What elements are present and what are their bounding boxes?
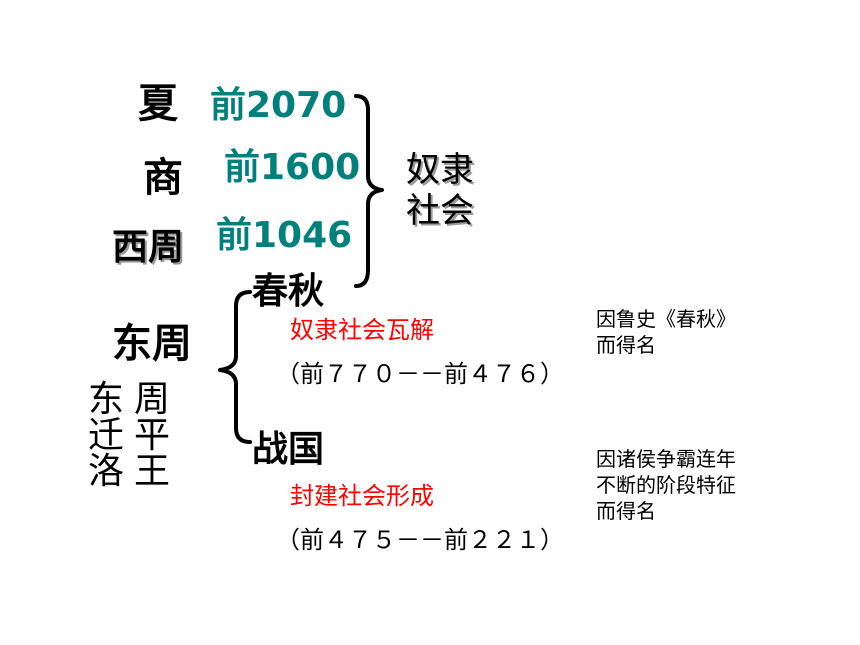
year-xizhou: 前1046: [216, 215, 353, 256]
year-shang: 前1600: [224, 147, 361, 188]
society-label: 奴隶 社会: [406, 150, 474, 232]
period-chunqiu: 春秋: [252, 271, 325, 312]
dynasty-dongzhou: 东周: [112, 321, 192, 367]
chunqiu-note: 因鲁史《春秋》 而得名: [596, 306, 736, 358]
year-xia: 前2070: [210, 85, 347, 126]
dynasty-shang: 商: [143, 155, 183, 201]
chunqiu-range: （前７７０－－前４７６）: [276, 360, 564, 388]
zhanguo-note-line-1: 因诸侯争霸连年: [596, 447, 736, 471]
period-zhanguo: 战国: [252, 429, 325, 470]
zhanguo-note: 因诸侯争霸连年 不断的阶段特征 而得名: [596, 446, 736, 524]
capital-move-col-2-line-1: 周: [134, 379, 171, 420]
capital-move-col-2-line-3: 王: [134, 451, 171, 492]
capital-move-col-2: 周 平 王: [134, 382, 170, 490]
capital-move-col-1-line-1: 东: [88, 379, 125, 420]
slave-society-brace: [354, 94, 384, 288]
zhanguo-range: （前４７５－－前２２１）: [276, 526, 564, 554]
chunqiu-note-line-1: 因鲁史《春秋》: [596, 307, 736, 331]
capital-move-col-1-line-3: 洛: [88, 451, 125, 492]
capital-move-col-2-line-2: 平: [134, 415, 171, 456]
zhanguo-event: 封建社会形成: [290, 482, 434, 510]
chunqiu-event: 奴隶社会瓦解: [290, 316, 434, 344]
capital-move-col-1: 东 迁 洛: [88, 382, 124, 490]
zhanguo-note-line-2: 不断的阶段特征: [596, 473, 736, 497]
chunqiu-note-line-2: 而得名: [596, 333, 656, 357]
dynasty-xia: 夏: [138, 81, 178, 127]
society-line-1: 奴隶: [406, 150, 474, 190]
zhanguo-note-line-3: 而得名: [596, 499, 656, 523]
dynasty-xizhou: 西周: [112, 227, 185, 268]
society-line-2: 社会: [406, 190, 474, 231]
capital-move-col-1-line-2: 迁: [88, 415, 125, 456]
dongzhou-brace: [218, 290, 252, 444]
